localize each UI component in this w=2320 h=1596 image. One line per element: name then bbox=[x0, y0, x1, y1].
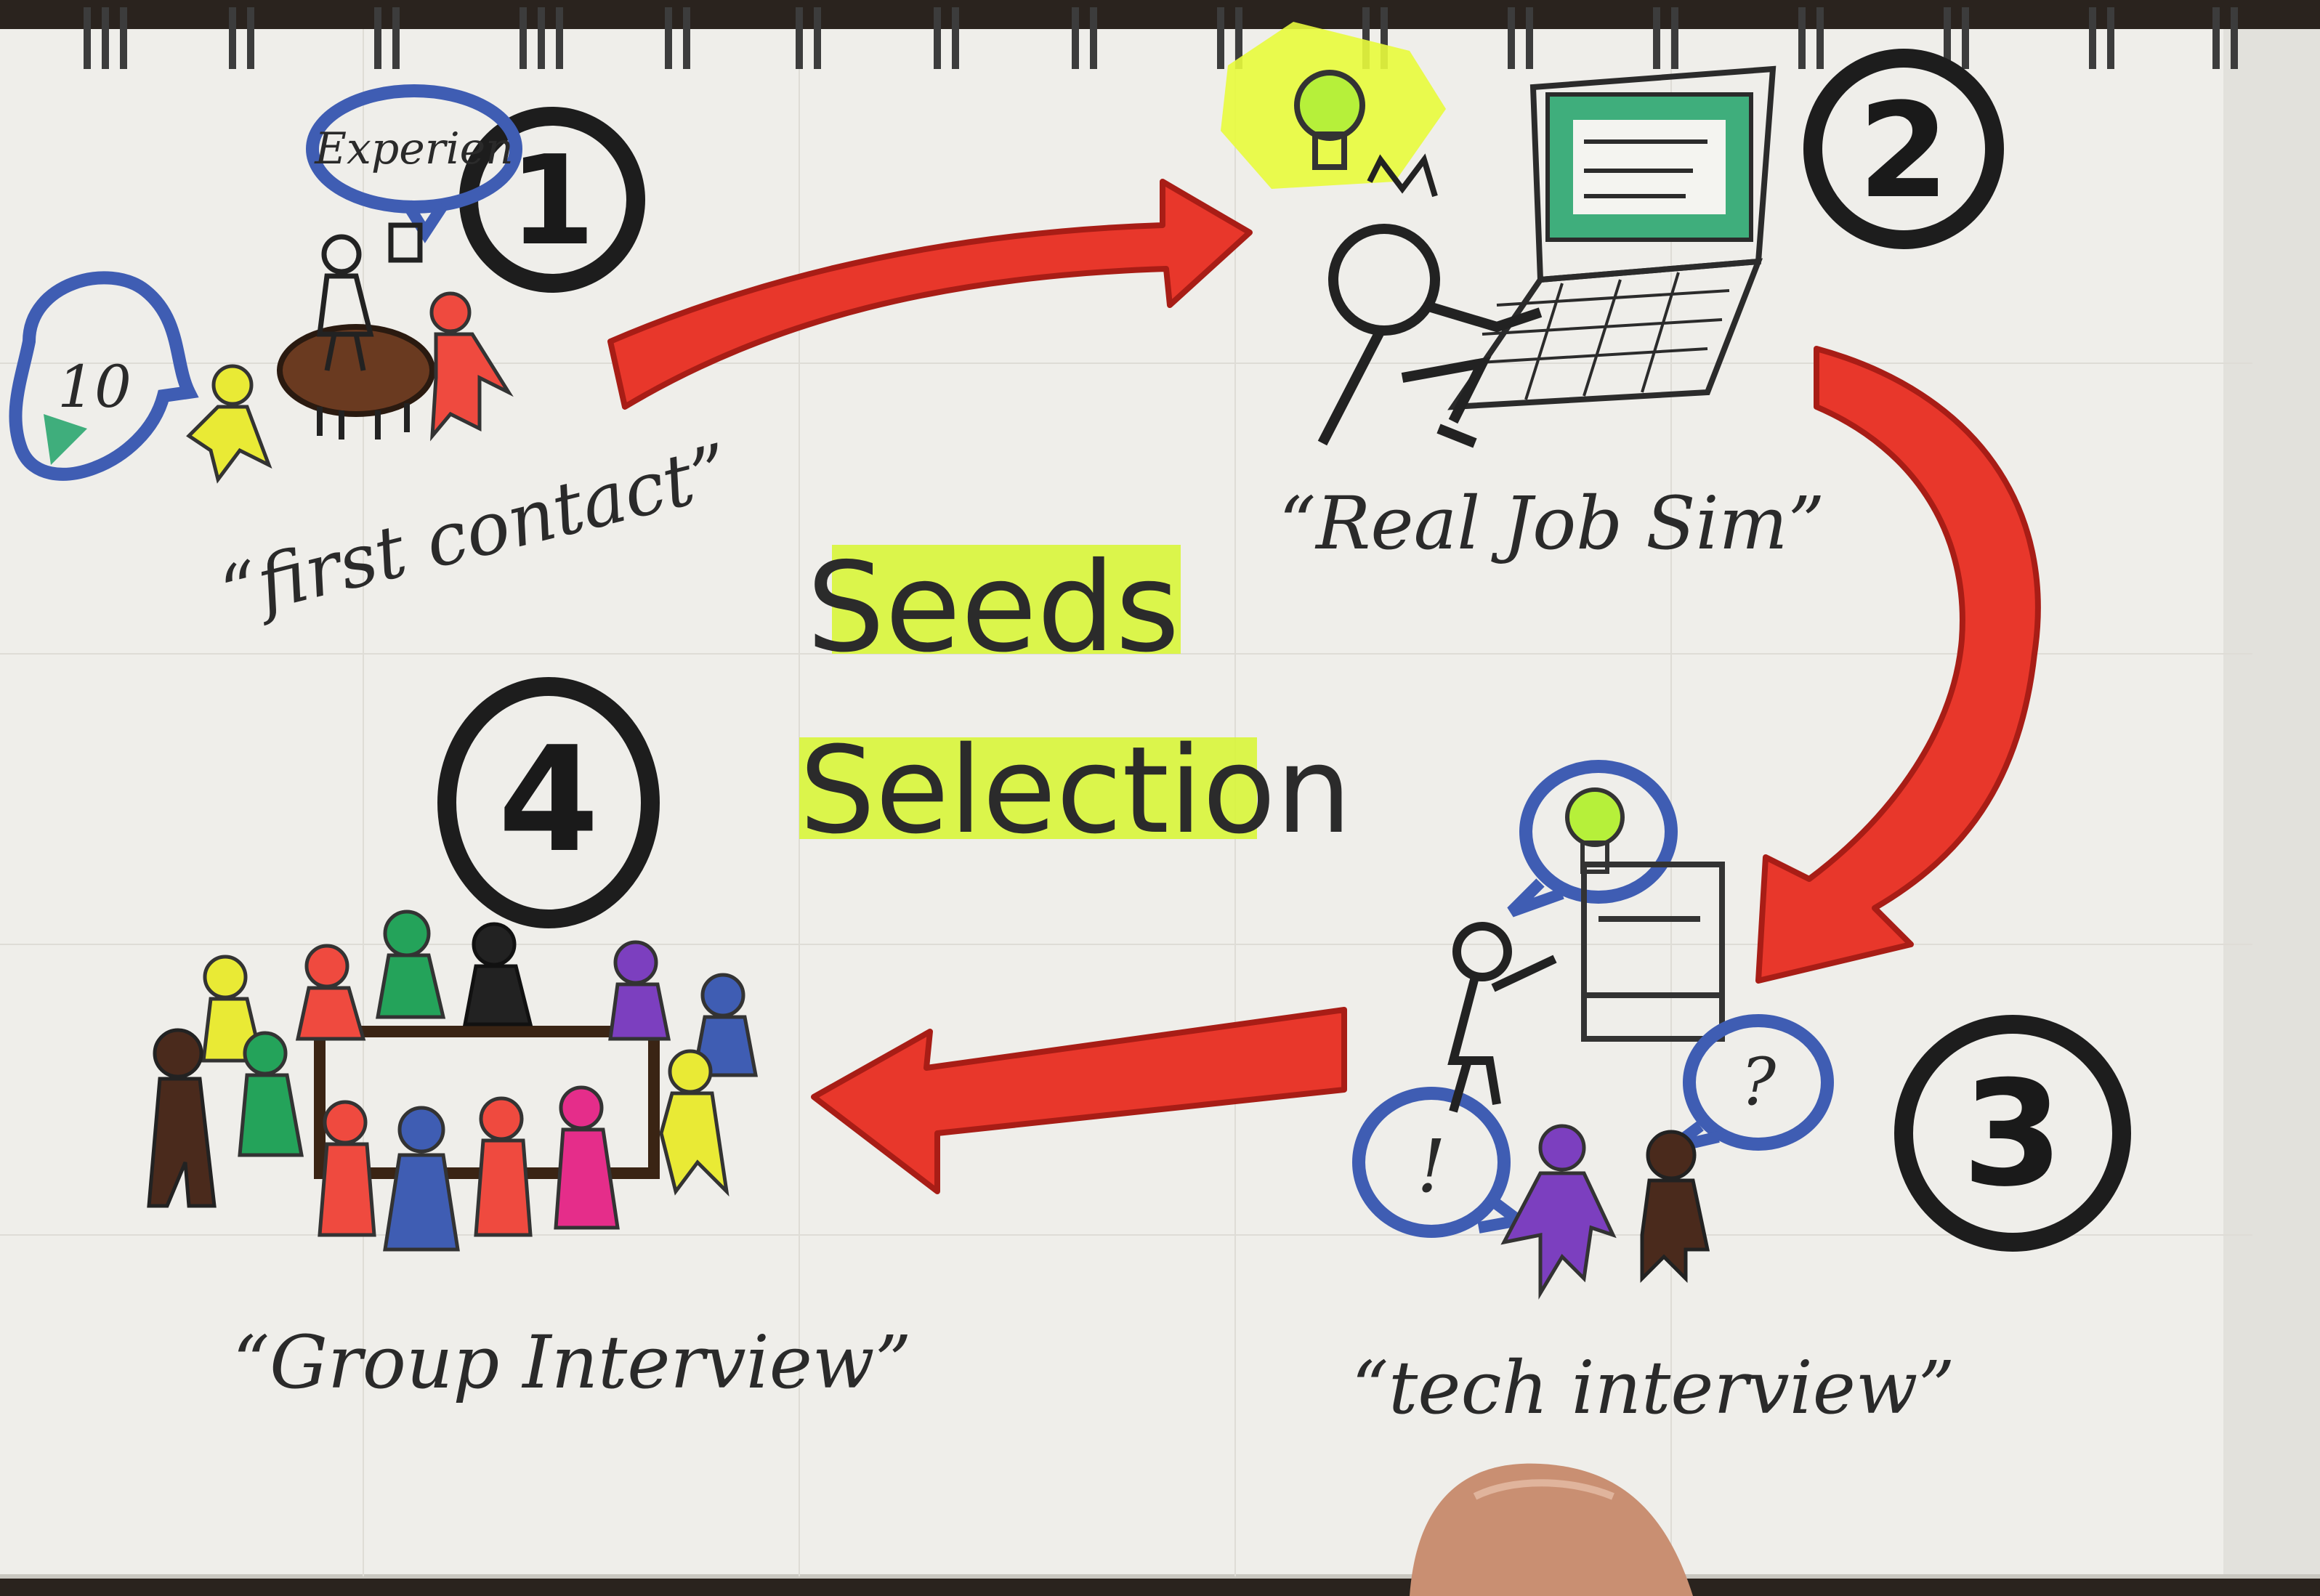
group-person-blue-bottom-icon bbox=[383, 1106, 460, 1252]
group-person-red-bottom-2-icon bbox=[474, 1096, 533, 1237]
step-4-number-circle: 4 bbox=[437, 677, 660, 928]
step-2-real-job-sim: 2 “Real Job Sim” bbox=[1221, 22, 2004, 566]
step-4-caption: “Group Interview” bbox=[233, 1320, 912, 1405]
whiteboard-icon bbox=[1581, 862, 1725, 1042]
arrow-2-to-3 bbox=[1755, 346, 2041, 984]
bubble-ten-text: 10 bbox=[57, 353, 132, 421]
step-2-caption: “Real Job Sim” bbox=[1279, 481, 1825, 566]
speech-bubble-exclamation: ! bbox=[1352, 1087, 1533, 1238]
title-group: Seeds Selection bbox=[799, 536, 1351, 860]
speech-bubble-ten: 10 bbox=[9, 271, 199, 481]
arrow-1-to-2 bbox=[607, 179, 1253, 410]
person-yellow-icon bbox=[186, 364, 272, 484]
step-3-caption: “tech interview” bbox=[1351, 1345, 1955, 1430]
title-line-1: Seeds bbox=[807, 536, 1180, 680]
table-legs bbox=[317, 403, 410, 439]
group-table-scene bbox=[147, 910, 759, 1252]
bubble-question-mark: ? bbox=[1741, 1044, 1777, 1120]
speech-bubble-experience: Experien bbox=[306, 84, 522, 243]
title-highlight-1 bbox=[832, 545, 1181, 654]
step-2-number-circle: 2 bbox=[1803, 49, 2004, 249]
green-arrow-icon bbox=[44, 414, 87, 465]
meeting-table bbox=[277, 324, 435, 417]
person-black-icon bbox=[317, 222, 423, 371]
step-3-tech-interview: 3 ? ! bbox=[1351, 760, 2131, 1430]
group-person-magenta-bottom-icon bbox=[554, 1085, 620, 1230]
group-person-brown-left-icon bbox=[147, 1028, 217, 1208]
group-person-green-left-icon bbox=[238, 1031, 304, 1157]
arrow-3-to-4 bbox=[811, 1007, 1347, 1194]
title-line-2: Selection bbox=[799, 721, 1351, 860]
step-3-number-circle: 3 bbox=[1894, 1015, 2131, 1252]
thumb bbox=[1410, 1463, 1693, 1596]
candidate-brown-icon bbox=[1640, 1130, 1710, 1284]
interviewer-person-icon bbox=[1447, 922, 1557, 1113]
group-person-green-top-icon bbox=[376, 910, 446, 1019]
group-person-red-top-icon bbox=[295, 944, 366, 1041]
meeting-table-scene bbox=[186, 222, 514, 484]
step-3-number: 3 bbox=[1962, 1050, 2063, 1219]
step-4-group-interview: 4 bbox=[147, 677, 912, 1405]
group-person-yellow-right-icon bbox=[659, 1049, 729, 1197]
group-person-red-bottom-icon bbox=[318, 1100, 376, 1237]
bubble-experience-text: Experien bbox=[314, 123, 514, 174]
step-1-number: 1 bbox=[509, 129, 595, 273]
group-person-purple-top-icon bbox=[608, 940, 671, 1041]
idea-bulb-icon bbox=[1565, 787, 1625, 847]
person-at-laptop-icon bbox=[1317, 153, 1543, 448]
lightbulb-icon bbox=[1221, 22, 1446, 189]
page-shadow-right bbox=[2223, 29, 2320, 1576]
group-person-black-top-icon bbox=[462, 922, 533, 1026]
step-4-number: 4 bbox=[498, 716, 599, 885]
step-2-number: 2 bbox=[1858, 76, 1949, 227]
step-1-number-circle: 1 bbox=[459, 107, 645, 293]
spiral-binding bbox=[84, 7, 2238, 69]
title-highlight-2 bbox=[799, 737, 1257, 839]
candidate-purple-icon bbox=[1500, 1124, 1617, 1300]
bubble-exclamation-mark: ! bbox=[1417, 1124, 1446, 1209]
speech-bubble-idea bbox=[1507, 760, 1678, 918]
person-red-icon bbox=[429, 291, 514, 442]
laptop-icon bbox=[1447, 65, 1777, 410]
